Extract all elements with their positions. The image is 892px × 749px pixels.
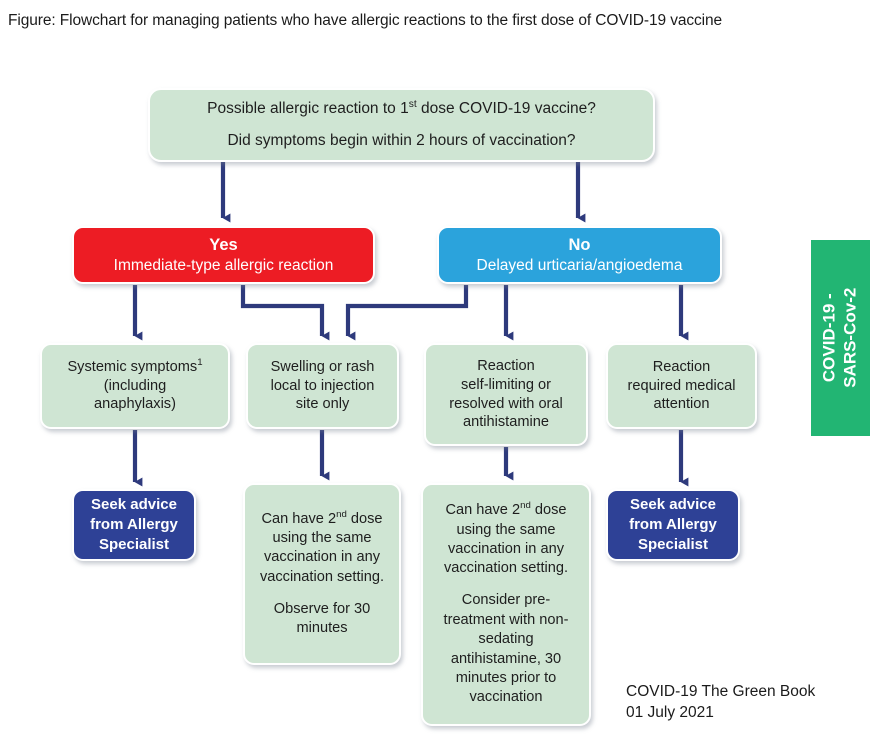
- branch-no-subtitle: Delayed urticaria/angioedema: [476, 257, 683, 275]
- outcome-box-seek-advice-right: Seek advice from Allergy Specialist: [606, 489, 740, 561]
- seek-advice-left-line-3: Specialist: [98, 536, 170, 554]
- middle-box-local-swelling: Swelling or rash local to injection site…: [246, 343, 399, 429]
- figure-caption: Figure: Flowchart for managing patients …: [8, 12, 723, 29]
- footer-source: COVID-19 The Green Book 01 July 2021: [626, 682, 815, 724]
- footnote-marker-1: 1: [197, 356, 203, 368]
- outcome-box-second-dose-observe: Can have 2nd dose using the same vaccina…: [243, 483, 401, 665]
- selflimiting-line-2: self-limiting or: [460, 376, 551, 393]
- medical-line-3: attention: [653, 396, 710, 413]
- wire-yes-to-local: [240, 285, 330, 341]
- branch-no-box: No Delayed urticaria/angioedema: [437, 226, 722, 284]
- medical-line-1: Reaction: [652, 358, 711, 375]
- branch-yes-heading: Yes: [209, 235, 238, 254]
- ordinal-suffix-st: st: [408, 99, 417, 111]
- branch-yes-box: Yes Immediate-type allergic reaction: [72, 226, 375, 284]
- footer-line-1: COVID-19 The Green Book: [626, 683, 816, 700]
- side-tab-line-1: COVID-19 -: [819, 293, 839, 383]
- local-line-3: site only: [295, 396, 350, 413]
- medical-line-2: required medical: [627, 377, 736, 394]
- seek-advice-right-line-1: Seek advice: [630, 495, 716, 513]
- seek-advice-right-line-3: Specialist: [637, 536, 709, 554]
- middle-box-required-medical: Reaction required medical attention: [606, 343, 757, 429]
- second-dose-observe-para-1: Can have 2nd dose using the same vaccina…: [259, 508, 385, 585]
- ordinal-suffix-nd: nd: [336, 508, 347, 520]
- seek-advice-left-line-1: Seek advice: [91, 495, 177, 513]
- branch-no-heading: No: [568, 235, 591, 254]
- second-dose-pretreat-para-1: Can have 2nd dose using the same vaccina…: [443, 500, 569, 577]
- middle-box-self-limiting: Reaction self-limiting or resolved with …: [424, 343, 588, 446]
- selflimiting-line-3: resolved with oral: [449, 395, 563, 412]
- systemic-line-2: (including: [103, 377, 167, 394]
- seek-advice-left-line-2: from Allergy: [90, 515, 178, 533]
- side-tab-covid-sars-cov-2: COVID-19 - SARS-Cov-2: [811, 240, 870, 436]
- question-line-2: Did symptoms begin within 2 hours of vac…: [227, 131, 576, 149]
- question-line-1: Possible allergic reaction to 1st dose C…: [207, 99, 596, 118]
- selflimiting-line-1: Reaction: [477, 357, 535, 374]
- branch-yes-subtitle: Immediate-type allergic reaction: [113, 257, 334, 275]
- side-tab-text: COVID-19 - SARS-Cov-2: [820, 288, 861, 388]
- ordinal-suffix-nd: nd: [520, 500, 531, 512]
- outcome-box-second-dose-pretreatment: Can have 2nd dose using the same vaccina…: [421, 483, 591, 726]
- systemic-line-3: anaphylaxis): [94, 396, 176, 413]
- question-box: Possible allergic reaction to 1st dose C…: [148, 88, 655, 162]
- selflimiting-line-4: antihistamine: [463, 414, 549, 431]
- footer-line-2: 01 July 2021: [626, 703, 714, 721]
- wire-no-to-local: [345, 285, 469, 341]
- seek-advice-right-line-2: from Allergy: [629, 515, 717, 533]
- local-line-1: Swelling or rash: [270, 358, 375, 375]
- local-line-2: local to injection: [270, 377, 375, 394]
- side-tab-line-2: SARS-Cov-2: [840, 287, 860, 389]
- second-dose-pretreat-para-2: Consider pre-treatment with non-sedating…: [443, 592, 569, 706]
- middle-box-systemic-symptoms: Systemic symptoms1 (including anaphylaxi…: [40, 343, 230, 429]
- systemic-line-1: Systemic symptoms1: [67, 356, 203, 375]
- second-dose-observe-para-2: Observe for 30 minutes: [273, 600, 371, 637]
- outcome-box-seek-advice-left: Seek advice from Allergy Specialist: [72, 489, 196, 561]
